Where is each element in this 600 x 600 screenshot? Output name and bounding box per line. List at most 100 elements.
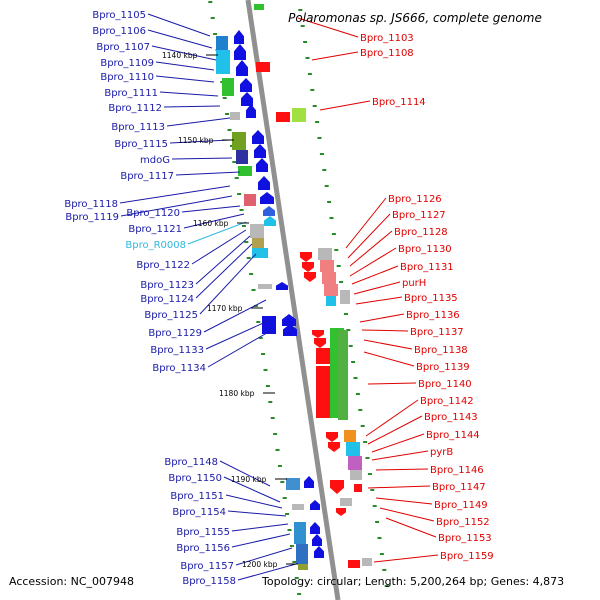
leader-line (373, 554, 439, 563)
leader-line (359, 313, 405, 323)
gene-label-right: Bpro_1142 (420, 396, 474, 407)
scale-label: 1160 kbp (193, 219, 229, 228)
gene-arrow (302, 262, 314, 272)
gene-label-right: Bpro_1149 (434, 500, 488, 511)
gene-label-left: Bpro_1156 (176, 543, 230, 554)
gene-label-left: Bpro_1124 (140, 294, 194, 305)
gene-feature (298, 564, 308, 570)
leader-line (379, 507, 435, 522)
gene-label-right: Bpro_1153 (438, 533, 492, 544)
leader-line (231, 533, 291, 548)
leader-line (147, 29, 213, 49)
gene-feature (244, 194, 256, 206)
gene-feature (230, 112, 240, 120)
leader-line (163, 105, 221, 108)
leader-line (347, 213, 391, 259)
gene-feature (286, 478, 300, 490)
gene-label-left: Bpro_1106 (92, 26, 146, 37)
scale-label: 1140 kbp (162, 51, 198, 60)
leader-line (195, 235, 251, 285)
gene-label-left: Bpro_1129 (148, 328, 202, 339)
leader-line (203, 299, 267, 333)
gene-label-left: Bpro_1157 (180, 561, 234, 572)
scale-label: 1190 kbp (231, 475, 267, 484)
gene-label-left: Bpro_1110 (100, 72, 154, 83)
leader-line (159, 91, 219, 97)
leader-line (199, 253, 257, 315)
gene-arrow (234, 44, 246, 60)
scale-label: 1170 kbp (207, 304, 243, 313)
gene-feature (216, 50, 230, 74)
leader-line (207, 329, 273, 368)
gene-feature (238, 166, 252, 176)
gene-label-left: Bpro_1113 (111, 122, 165, 133)
leader-lines (119, 13, 439, 581)
gene-label-right: Bpro_1108 (360, 48, 414, 59)
gene-arrow (252, 130, 264, 144)
gene-feature (354, 484, 362, 492)
gene-feature (324, 284, 338, 296)
gene-arrow (263, 206, 275, 216)
gene-feature (316, 348, 330, 364)
leader-line (175, 171, 241, 176)
gene-label-left: Bpro_1122 (136, 260, 190, 271)
gene-label-left: Bpro_1115 (114, 139, 168, 150)
gene-arrow (300, 252, 312, 262)
leader-line (205, 319, 271, 350)
leader-line (219, 460, 271, 487)
leader-line (297, 17, 359, 38)
leader-line (363, 351, 415, 367)
feature-layer (216, 4, 372, 570)
gene-label-right: Bpro_1130 (398, 244, 452, 255)
gene-label-right: Bpro_1159 (440, 551, 494, 562)
leader-line (183, 213, 245, 229)
gene-feature (236, 150, 248, 164)
leader-line (371, 433, 425, 453)
leader-line (319, 100, 371, 111)
gene-label-left: Bpro_1133 (150, 345, 204, 356)
gene-feature (340, 290, 350, 304)
gene-label-left: Bpro_1107 (96, 42, 150, 53)
gene-label-right: Bpro_1143 (424, 412, 478, 423)
gene-feature (320, 260, 334, 272)
gene-arrow (256, 158, 268, 172)
gene-label-left: mdoG (140, 155, 170, 166)
leader-line (191, 229, 247, 265)
gene-label-right: Bpro_1135 (404, 293, 458, 304)
gene-arrow (312, 330, 324, 338)
gene-label-left: Bpro_1125 (144, 310, 198, 321)
leader-line (237, 563, 297, 581)
leader-line (375, 497, 433, 505)
leader-line (349, 247, 397, 277)
gene-feature (252, 238, 264, 248)
gene-label-right: Bpro_1131 (400, 262, 454, 273)
leader-line (367, 382, 417, 385)
gene-feature (316, 366, 334, 418)
gene-feature (338, 330, 348, 420)
gene-label-right: Bpro_1126 (388, 194, 442, 205)
accession-text: Accession: NC_007948 (9, 575, 135, 588)
leader-line (371, 450, 429, 461)
gene-arrow (314, 338, 326, 348)
gene-arrow (282, 314, 296, 326)
gene-feature (296, 544, 308, 564)
gene-feature (262, 316, 276, 334)
gene-label-right: Bpro_1144 (426, 430, 480, 441)
gene-label-right: Bpro_1136 (406, 310, 460, 321)
leader-line (353, 281, 401, 295)
gene-arrow (314, 546, 324, 558)
gene-label-left: Bpro_1117 (120, 171, 174, 182)
leader-line (181, 205, 241, 213)
gene-feature (292, 504, 304, 510)
leader-line (385, 517, 437, 538)
gene-feature (250, 224, 264, 238)
genome-backbone (245, 0, 341, 600)
gene-label-left: Bpro_1151 (170, 491, 224, 502)
leader-line (355, 296, 403, 305)
gene-feature (348, 560, 360, 568)
gene-feature (322, 272, 336, 284)
gene-arrow (241, 92, 253, 106)
leader-line (365, 399, 419, 437)
